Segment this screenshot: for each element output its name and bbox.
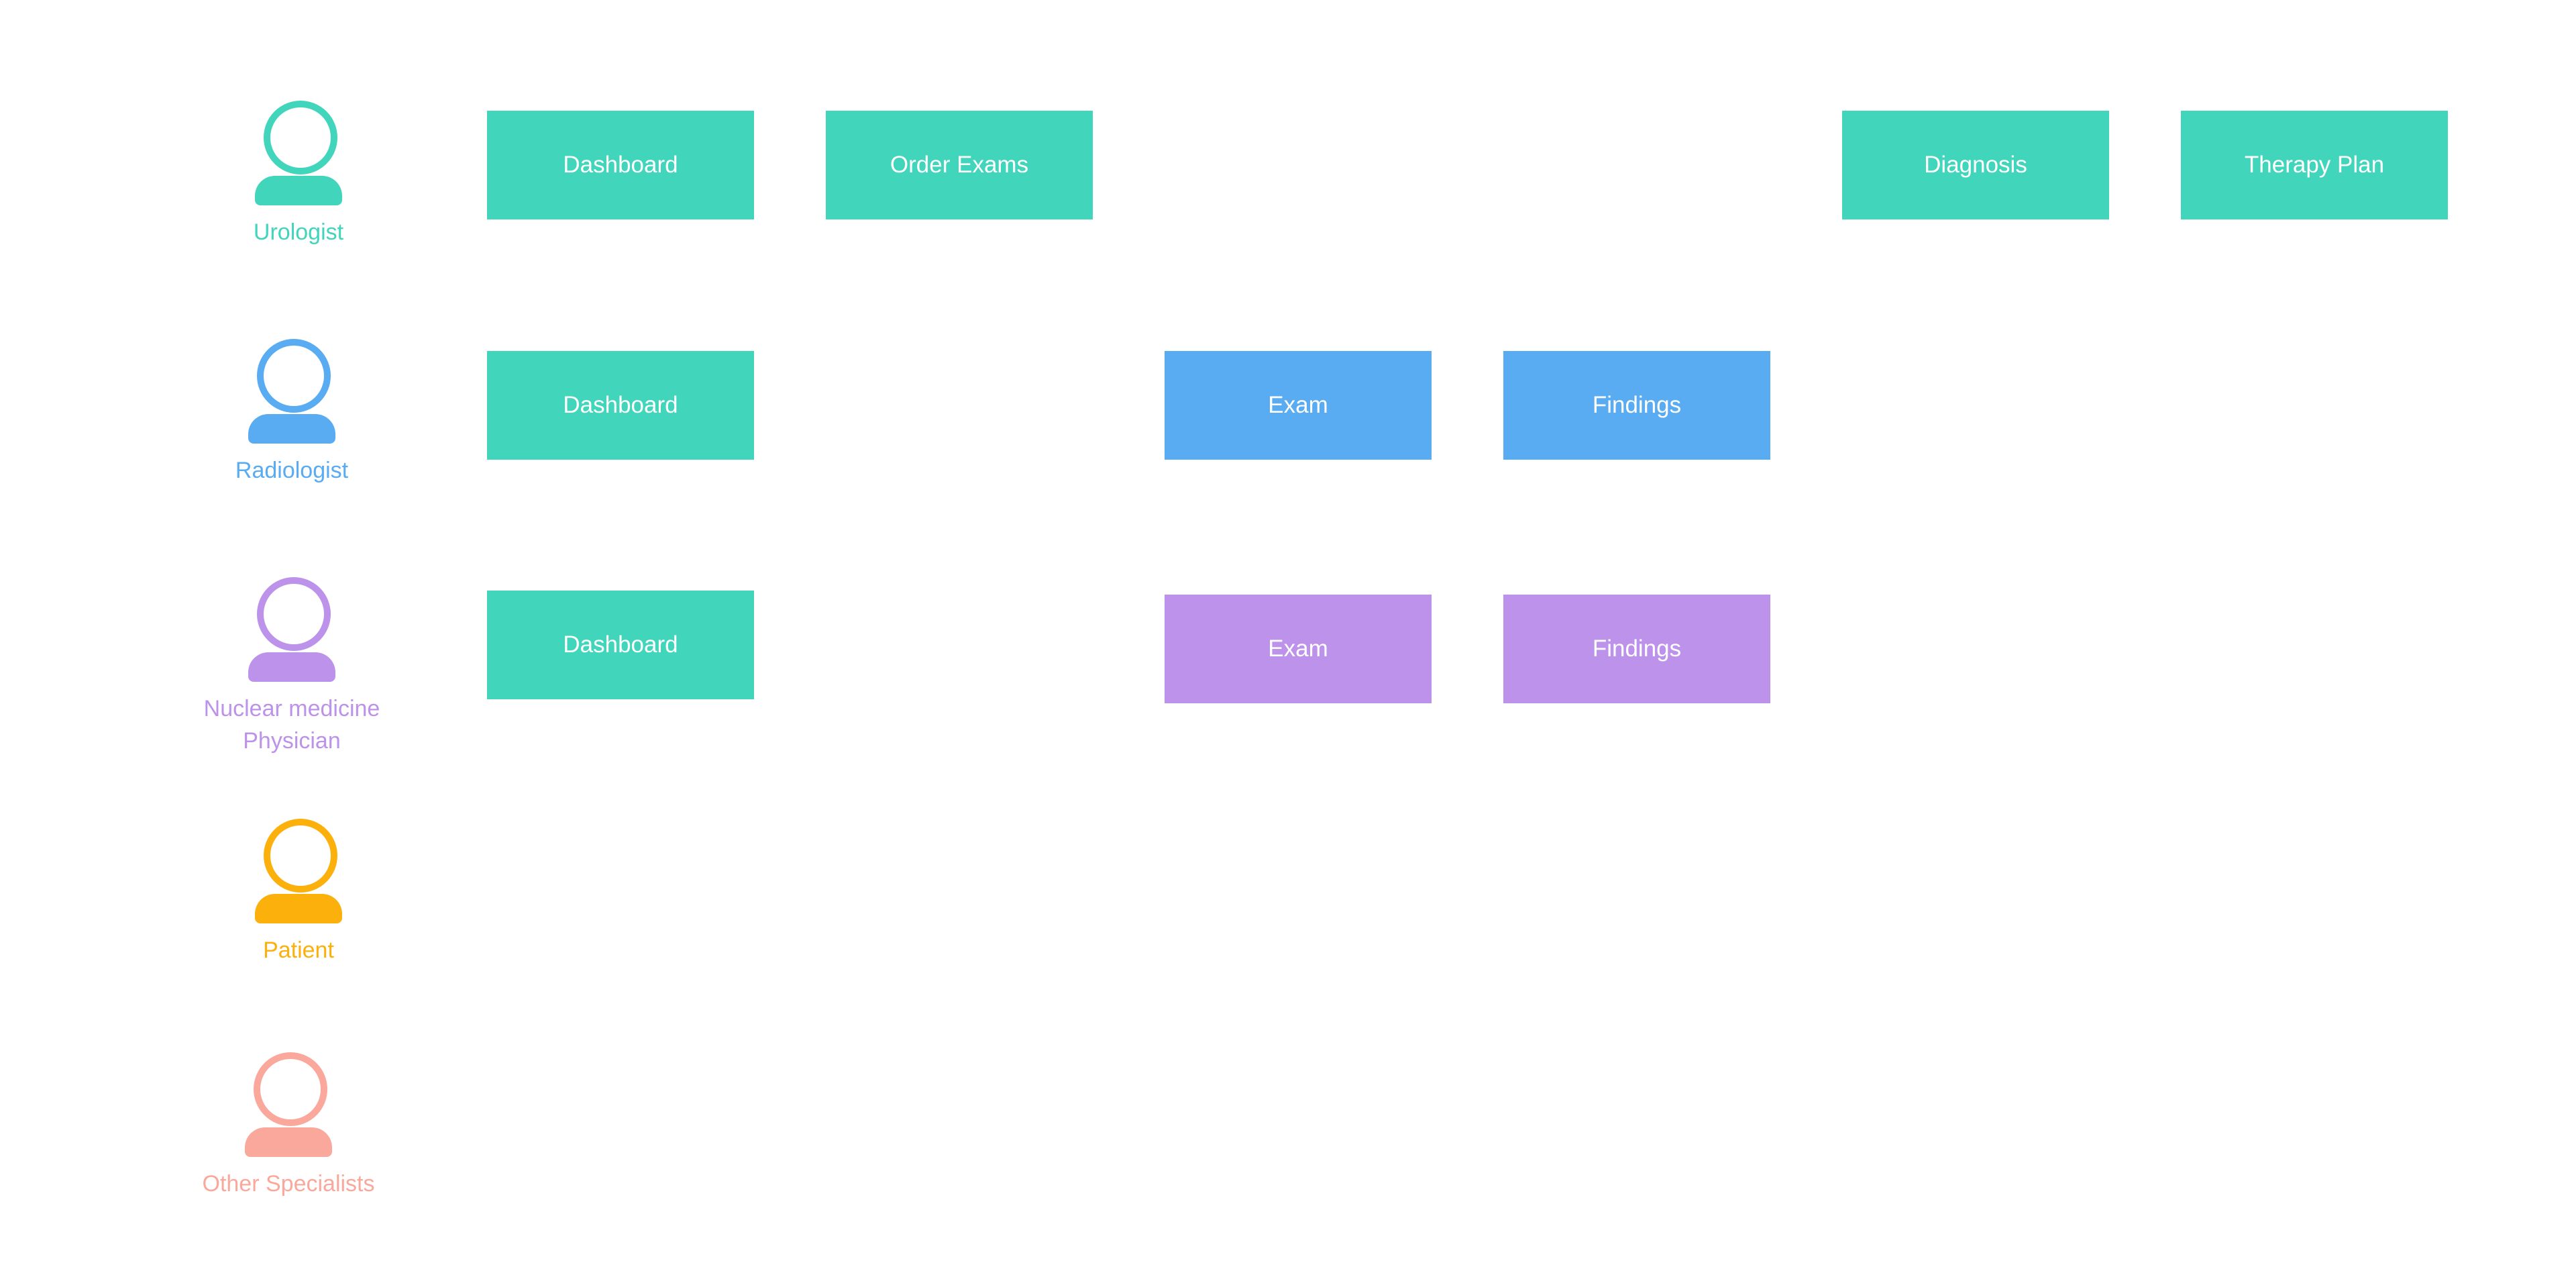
radiologist-dashboard-box[interactable]: Dashboard [487, 351, 754, 460]
nuclear-exam-box[interactable]: Exam [1165, 595, 1432, 703]
urologist-order-exams-box[interactable]: Order Exams [826, 111, 1093, 219]
urologist-therapy-plan-box[interactable]: Therapy Plan [2181, 111, 2448, 219]
urologist-diagnosis-box[interactable]: Diagnosis [1842, 111, 2109, 219]
role-radiologist: Radiologist [158, 339, 426, 487]
radiologist-findings-box[interactable]: Findings [1503, 351, 1770, 460]
role-patient: Patient [164, 819, 433, 966]
role-other-specialists: Other Specialists [154, 1052, 423, 1200]
role-label-radiologist: Radiologist [235, 458, 349, 483]
role-label-nuclear-medicine-physician: Nuclear medicine Physician [203, 696, 380, 754]
nuclear-findings-box[interactable]: Findings [1503, 595, 1770, 703]
person-icon [248, 577, 335, 685]
nuclear-dashboard-box[interactable]: Dashboard [487, 591, 754, 699]
role-label-patient: Patient [263, 937, 334, 963]
role-label-other-specialists: Other Specialists [202, 1171, 375, 1197]
person-icon [255, 101, 342, 208]
role-nuclear-medicine-physician: Nuclear medicine Physician [158, 577, 426, 757]
person-icon [255, 819, 342, 926]
person-icon [245, 1052, 332, 1160]
role-urologist: Urologist [164, 101, 433, 248]
radiologist-exam-box[interactable]: Exam [1165, 351, 1432, 460]
role-label-urologist: Urologist [253, 219, 344, 245]
person-icon [248, 339, 335, 446]
urologist-dashboard-box[interactable]: Dashboard [487, 111, 754, 219]
